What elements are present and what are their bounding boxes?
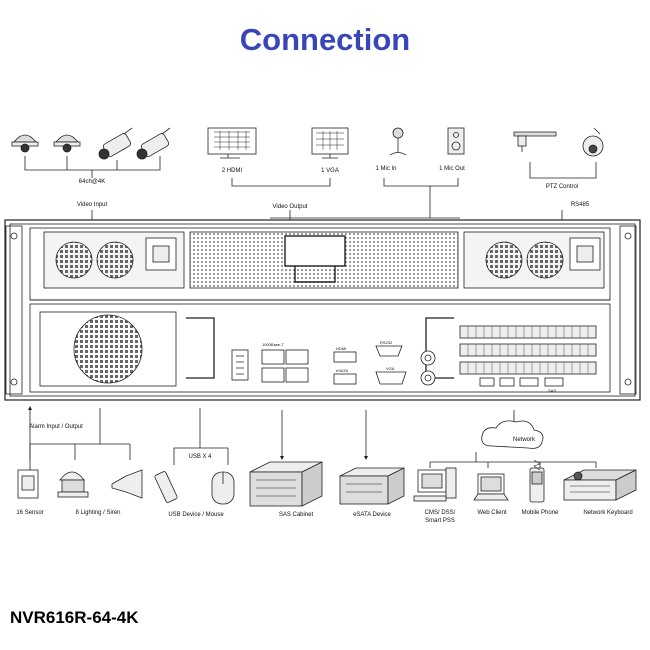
port-vga-label: VGA: [386, 366, 395, 371]
network-keyboard-label: Network Keyboard: [583, 510, 632, 516]
esata-device-label: eSATA Device: [353, 512, 391, 518]
port-sas-label: SAS: [548, 388, 556, 393]
power-supply-left: [43, 231, 185, 289]
hdmi-monitor-icon: [207, 127, 257, 159]
microphone-icon: [389, 127, 407, 156]
rs232-vga-ports: [375, 345, 407, 385]
port-rs232-label: RS232: [380, 340, 393, 345]
network-cloud-icon: [481, 420, 544, 449]
alarm-io-label: Alarm Input / Output: [29, 424, 83, 430]
bnc-audio-ports: [420, 350, 436, 386]
ptz-keyboard-icon: [513, 131, 557, 152]
lighting-siren-label: 8 Lighting / Siren: [75, 510, 120, 516]
video-input-label: Video Input: [77, 202, 108, 208]
power-supply-right: [463, 231, 605, 289]
mobile-phone-label: Mobile Phone: [522, 510, 559, 516]
sas-cabinet-label: SAS Cabinet: [279, 512, 314, 518]
alarm-terminal-blocks: [459, 325, 597, 387]
model-name: NVR616R-64-4K: [10, 608, 139, 627]
network-label: Network: [513, 437, 536, 443]
sensor-icon: [17, 469, 39, 499]
video-output-label: Video Output: [273, 204, 308, 210]
esata-device-icon: [339, 467, 405, 505]
page-title: Connection: [239, 22, 411, 57]
web-client-label: Web Client: [477, 510, 507, 516]
mic-out-label: 1 Mic Out: [439, 166, 465, 172]
horn-icon: [111, 469, 143, 499]
vga-monitor-icon: [311, 127, 349, 159]
hdmi-label: 2 HDMI: [222, 168, 243, 174]
speaker-icon: [447, 127, 465, 155]
rear-fan-grid: [39, 311, 177, 387]
usb-device-mouse-label: USB Device / Mouse: [168, 512, 224, 518]
rs485-label: RS485: [571, 202, 590, 208]
port-1000base-label: 1000Base-T: [262, 342, 284, 347]
laptop-icon: [473, 473, 509, 501]
usb-x4-label: USB X 4: [188, 454, 212, 460]
ptz-control-label: PTZ Control: [546, 184, 578, 190]
port-hdmi-label: HDMI: [336, 346, 346, 351]
mic-in-label: 1 Mic In: [375, 166, 396, 172]
sas-cabinet-icon: [249, 461, 323, 507]
dome-camera-icon: [11, 134, 39, 153]
siren-icon: [57, 471, 89, 498]
ethernet-ports: [231, 349, 309, 383]
dome-camera-icon: [53, 134, 81, 153]
cms-dss-label: CMS/ DSS/: [425, 510, 456, 516]
nvr-rear-panel: [4, 219, 641, 401]
vga-label: 1 VGA: [321, 168, 339, 174]
ptz-camera-icon: [582, 127, 604, 157]
usb-stick-icon: [154, 471, 178, 503]
hdmi-esata-ports: [333, 351, 357, 385]
network-keyboard-icon: [563, 469, 637, 501]
bullet-camera-icon: [136, 127, 171, 160]
bullet-camera-icon: [98, 127, 133, 160]
mouse-icon: [211, 471, 235, 505]
port-esata-label: eSATA: [336, 368, 348, 373]
desktop-pc-icon: [413, 467, 457, 502]
sensor-label: 16 Sensor: [16, 510, 43, 516]
center-grille: [189, 231, 459, 289]
mobile-phone-icon: [529, 459, 545, 503]
smart-pss-label: Smart PSS: [425, 518, 455, 524]
cameras-label: 64ch@4K: [79, 179, 105, 185]
